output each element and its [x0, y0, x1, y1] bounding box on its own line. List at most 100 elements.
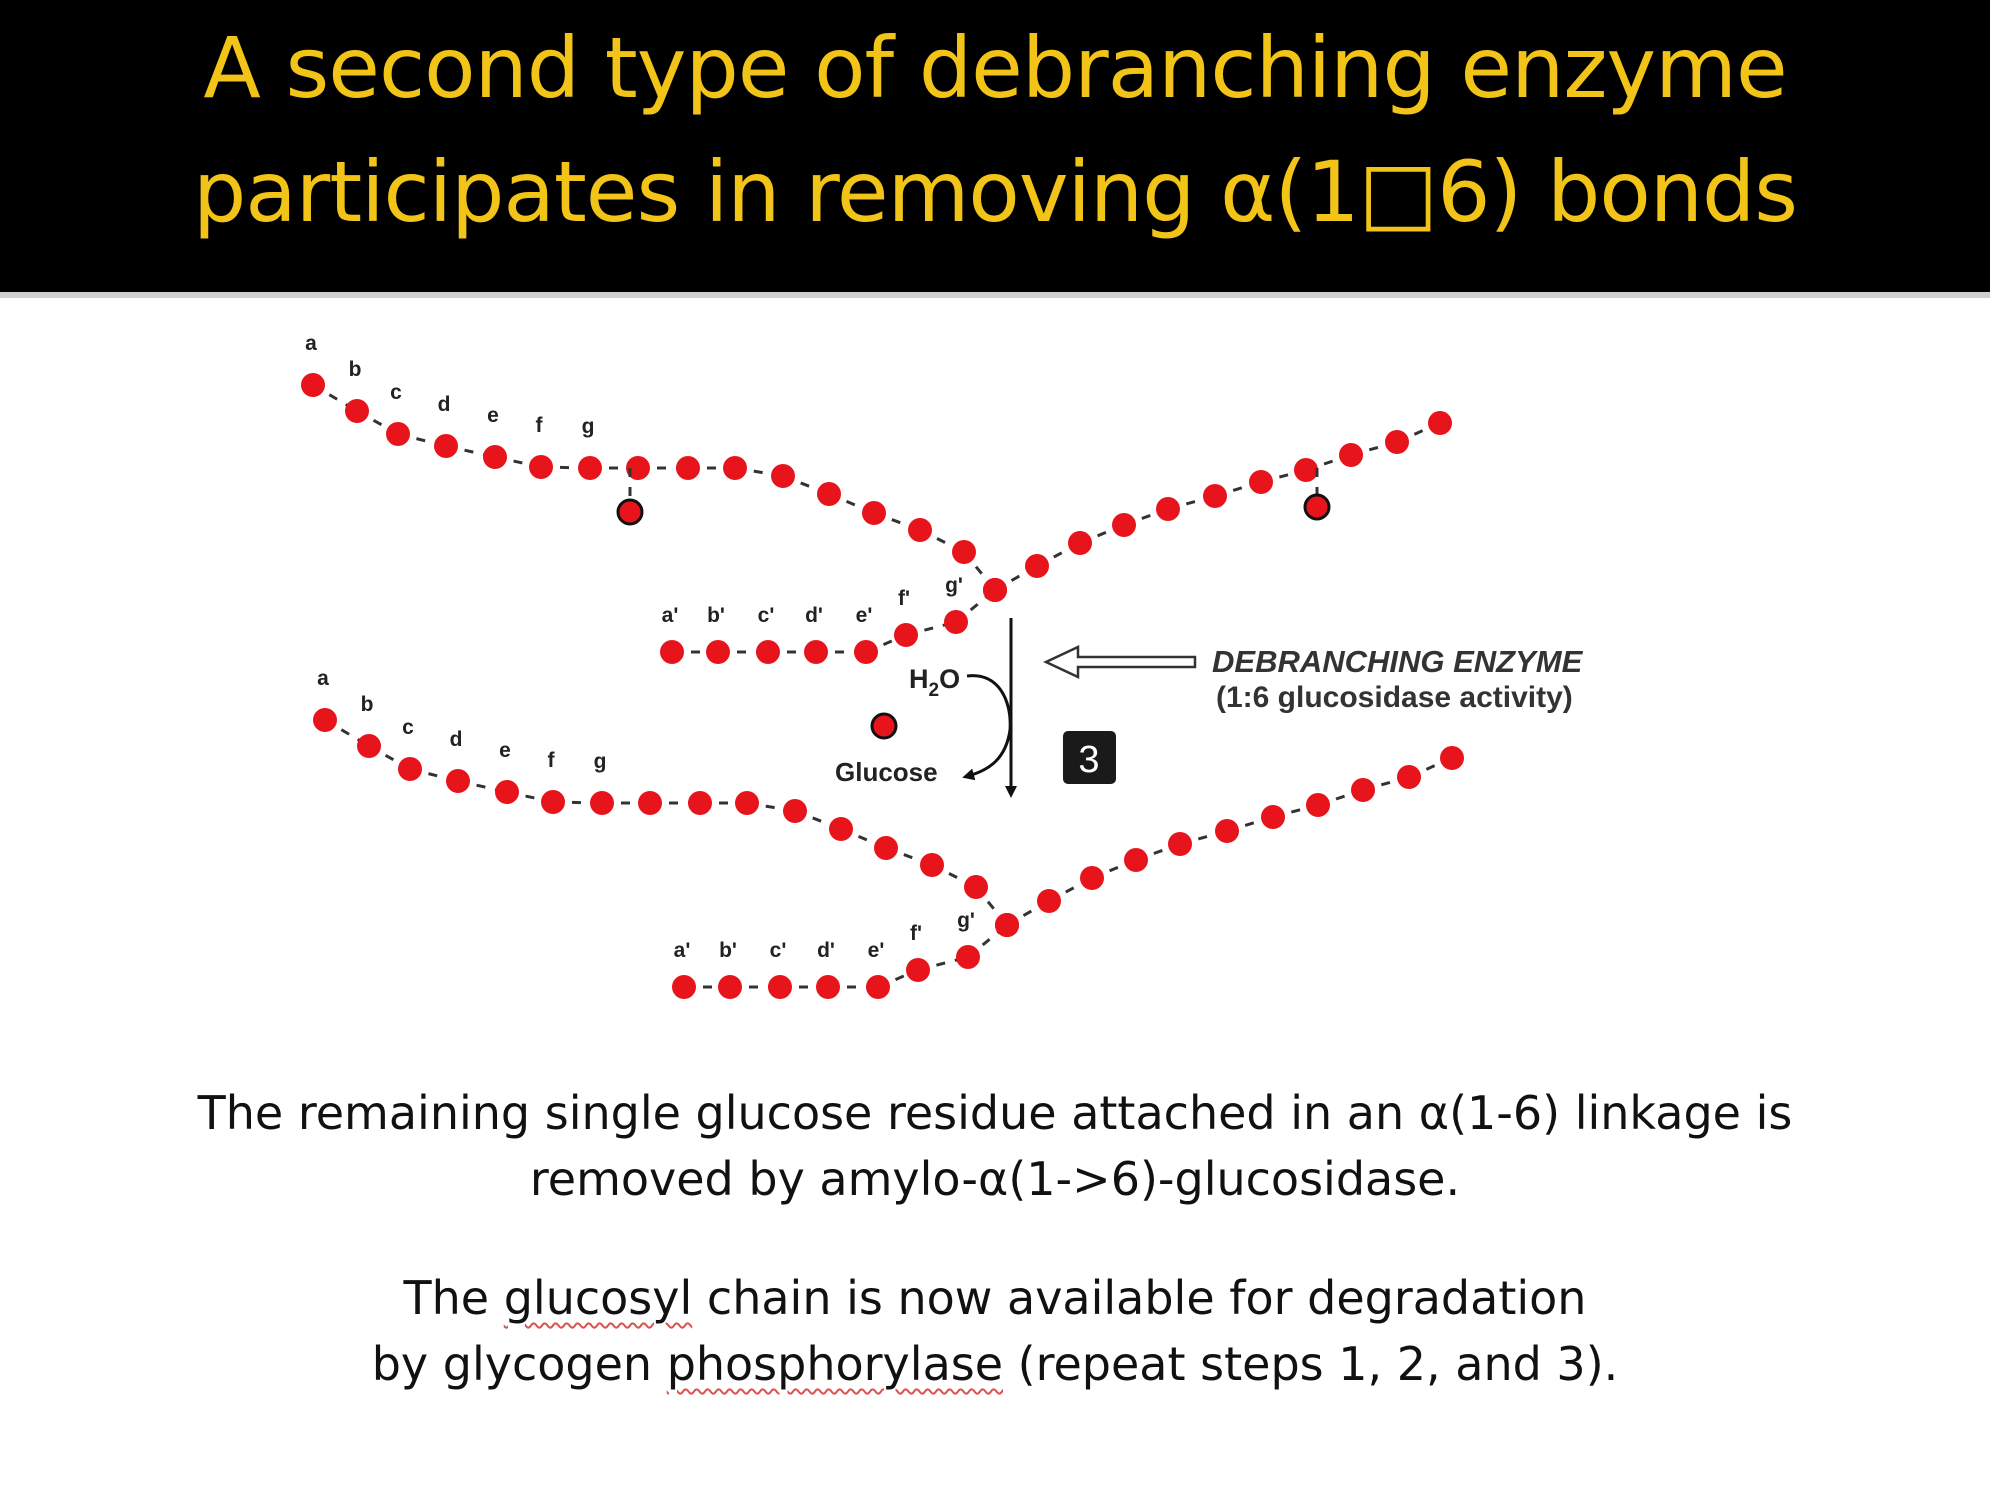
- top-right-chain-residue: [1112, 513, 1136, 537]
- bottom-outer-chain-label: b: [361, 693, 374, 716]
- top-outer-chain-label: f: [536, 414, 544, 437]
- bottom-right-chain-residue: [1124, 848, 1148, 872]
- released-glucose-residue: [870, 712, 898, 740]
- top-right-chain-residue: [1294, 458, 1318, 482]
- bottom-outer-chain-label: d: [450, 728, 463, 751]
- top-outer-chain-residue: [723, 456, 747, 480]
- top-branch-chain-label: c': [758, 604, 775, 627]
- top-outer-chain-residue: [908, 518, 932, 542]
- top-outer-chain-residue: [434, 434, 458, 458]
- bottom-outer-chain-residue: [964, 875, 988, 899]
- top-right-chain-residue: [1385, 430, 1409, 454]
- bottom-branch-chain-residue: [866, 975, 890, 999]
- bottom-outer-chain-residue: [313, 708, 337, 732]
- spellcheck-word-phosphorylase: phosphorylase: [666, 1337, 1004, 1391]
- slide-title-line-2: participates in removing α(1□6) bonds: [192, 143, 1798, 241]
- top-right-chain-residue: [1068, 531, 1092, 555]
- top-branch-chain-residue: [983, 578, 1007, 602]
- availability-line-2: by glycogen phosphorylase (repeat steps …: [371, 1337, 1619, 1391]
- top-branch-chain-label: b': [707, 604, 725, 627]
- top-outer-chain-residue: [578, 456, 602, 480]
- top-right-chain-residue: [1249, 470, 1273, 494]
- bottom-right-chain-residue: [1397, 765, 1421, 789]
- top-outer-chain-residue: [676, 456, 700, 480]
- top-outer-chain-label: g: [582, 415, 595, 438]
- top-right-chain-residue: [1156, 497, 1180, 521]
- bottom-outer-chain-residue: [590, 791, 614, 815]
- bottom-outer-chain-residue: [829, 817, 853, 841]
- top-outer-chain-residue: [483, 445, 507, 469]
- top-single-residue: [616, 498, 644, 526]
- bottom-branch-chain-residue: [768, 975, 792, 999]
- bottom-outer-chain-label: e: [499, 739, 511, 762]
- bottom-branch-chain-label: a': [674, 939, 691, 962]
- top-outer-chain-residue: [301, 373, 325, 397]
- top-branch-chain-residue: [660, 640, 684, 664]
- slide-title-line-1: A second type of debranching enzyme: [203, 19, 1787, 117]
- water-label: H2O: [909, 664, 960, 701]
- top-branch-chain-residue: [756, 640, 780, 664]
- bottom-branch-chain-label: g': [957, 909, 975, 932]
- step-number: 3: [1078, 739, 1099, 781]
- bottom-outer-chain-residue: [688, 791, 712, 815]
- bottom-branch-chain-residue: [956, 945, 980, 969]
- enzyme-arrow: [1043, 645, 1197, 679]
- explanation-line-2: removed by amylo-α(1->6)-glucosidase.: [529, 1152, 1461, 1206]
- top-branch-chain-residue: [804, 640, 828, 664]
- top-outer-chain-residue: [771, 464, 795, 488]
- bottom-right-chain-residue: [1215, 819, 1239, 843]
- reaction-arrow: [962, 618, 1017, 798]
- bottom-outer-chain-residue: [735, 791, 759, 815]
- bottom-outer-chain-residue: [446, 769, 470, 793]
- top-outer-chain-label: a: [305, 332, 317, 355]
- top-outer-chain-label: c: [390, 381, 402, 404]
- top-outer-chain-label: b: [349, 358, 362, 381]
- bottom-outer-chain-residue: [541, 790, 565, 814]
- bottom-right-chain-residue: [1080, 866, 1104, 890]
- bottom-branch-chain-label: d': [817, 939, 835, 962]
- top-outer-chain-residue: [862, 501, 886, 525]
- bottom-outer-chain-residue: [495, 780, 519, 804]
- top-branch-chain-residue: [894, 623, 918, 647]
- top-branch-chain-label: a': [662, 604, 679, 627]
- bottom-branch-chain-residue: [816, 975, 840, 999]
- top-outer-chain-label: d: [438, 393, 451, 416]
- title-bar: A second type of debranching enzyme part…: [0, 0, 1990, 298]
- enzyme-activity: (1:6 glucosidase activity): [1216, 681, 1573, 714]
- bottom-outer-chain-residue: [357, 734, 381, 758]
- bottom-right-chain-residue: [1261, 805, 1285, 829]
- bottom-outer-chain-residue: [398, 757, 422, 781]
- top-right-chain-residue: [1025, 554, 1049, 578]
- bottom-outer-chain-residue: [783, 799, 807, 823]
- step-box: [1063, 731, 1116, 784]
- bottom-right-chain-residue: [1037, 889, 1061, 913]
- availability-paragraph: The glucosyl chain is now available for …: [0, 1265, 1990, 1397]
- explanation-line-1: The remaining single glucose residue att…: [197, 1086, 1793, 1140]
- bottom-branch-chain-label: c': [770, 939, 787, 962]
- bottom-branch-chain-residue: [718, 975, 742, 999]
- bottom-branch-chain-residue: [995, 913, 1019, 937]
- availability-line-1: The glucosyl chain is now available for …: [403, 1271, 1587, 1325]
- top-right-chain-residue: [1339, 443, 1363, 467]
- top-right-chain-residue: [1428, 411, 1452, 435]
- top-right-chain-residue: [1203, 484, 1227, 508]
- bottom-branch-chain-residue: [906, 958, 930, 982]
- bottom-outer-chain-label: c: [402, 716, 414, 739]
- bottom-outer-chain-residue: [874, 836, 898, 860]
- top-branch-chain-label: e': [856, 604, 873, 627]
- bottom-outer-chain-residue: [638, 791, 662, 815]
- top-branch-chain-label: f': [898, 587, 910, 610]
- top-branch-chain-residue: [854, 640, 878, 664]
- explanation-paragraph: The remaining single glucose residue att…: [0, 1080, 1990, 1212]
- top-outer-chain-residue: [952, 540, 976, 564]
- bottom-outer-chain-label: g: [594, 750, 607, 773]
- top-branch-chain-residue: [706, 640, 730, 664]
- bottom-right-chain-residue: [1351, 778, 1375, 802]
- top-outer-chain-residue: [626, 456, 650, 480]
- top-outer-chain-residue: [817, 482, 841, 506]
- top-branch-chain-label: g': [945, 574, 963, 597]
- top-branch-chain-residue: [944, 610, 968, 634]
- bottom-branch-chain-label: f': [910, 922, 922, 945]
